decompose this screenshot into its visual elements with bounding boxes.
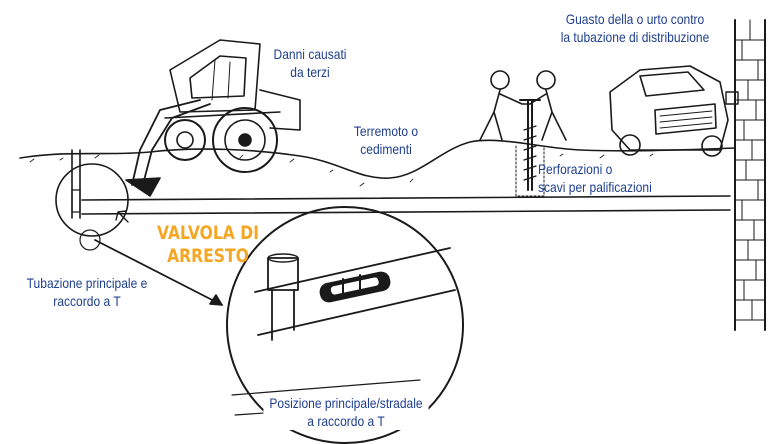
label-terremoto: Terremoto o cedimenti: [343, 122, 429, 158]
label-line: scavi per palificazioni: [538, 179, 652, 195]
label-line: a raccordo a T: [307, 413, 385, 429]
car-drawing: [609, 65, 729, 157]
label-line: la tubazione di distribuzione: [560, 29, 710, 45]
label-line: Posizione principale/stradale: [269, 395, 423, 411]
label-line: VALVOLA DI: [156, 222, 260, 244]
workers-drawing: [479, 70, 567, 197]
label-line: Perforazioni o: [538, 161, 613, 177]
ground-texture: [29, 153, 654, 187]
label-perforazioni: Perforazioni o scavi per palificazioni: [538, 160, 682, 196]
label-line: Guasto della o urto contro: [565, 11, 705, 27]
auger: [519, 99, 541, 191]
label-valvola-di-arresto: VALVOLA DI ARRESTO: [152, 222, 264, 268]
label-line: Tubazione principale e: [26, 275, 148, 291]
label-line: ARRESTO: [167, 245, 249, 267]
label-tubazione: Tubazione principale e raccordo a T: [14, 274, 160, 310]
service-riser: [71, 149, 81, 219]
tee-detail-circle: [55, 163, 129, 237]
leader-arrow: [94, 239, 223, 306]
label-line: raccordo a T: [53, 293, 121, 309]
label-danni-causati: Danni causati da terzi: [265, 45, 354, 81]
ground-line: [19, 139, 736, 179]
wall-drawing: [725, 19, 766, 331]
label-line: Terremoto o: [353, 123, 419, 139]
label-line: Danni causati: [273, 46, 347, 62]
label-posizione: Posizione principale/stradale a raccordo…: [263, 394, 429, 430]
main-pipe: [81, 195, 731, 215]
backhoe-drawing: [125, 39, 301, 197]
label-guasto: Guasto della o urto contro la tubazione …: [536, 10, 734, 46]
label-line: cedimenti: [360, 141, 412, 157]
magnified-view-circle: [226, 206, 464, 444]
label-line: da terzi: [290, 64, 330, 80]
magnified-pipe: [254, 247, 456, 336]
